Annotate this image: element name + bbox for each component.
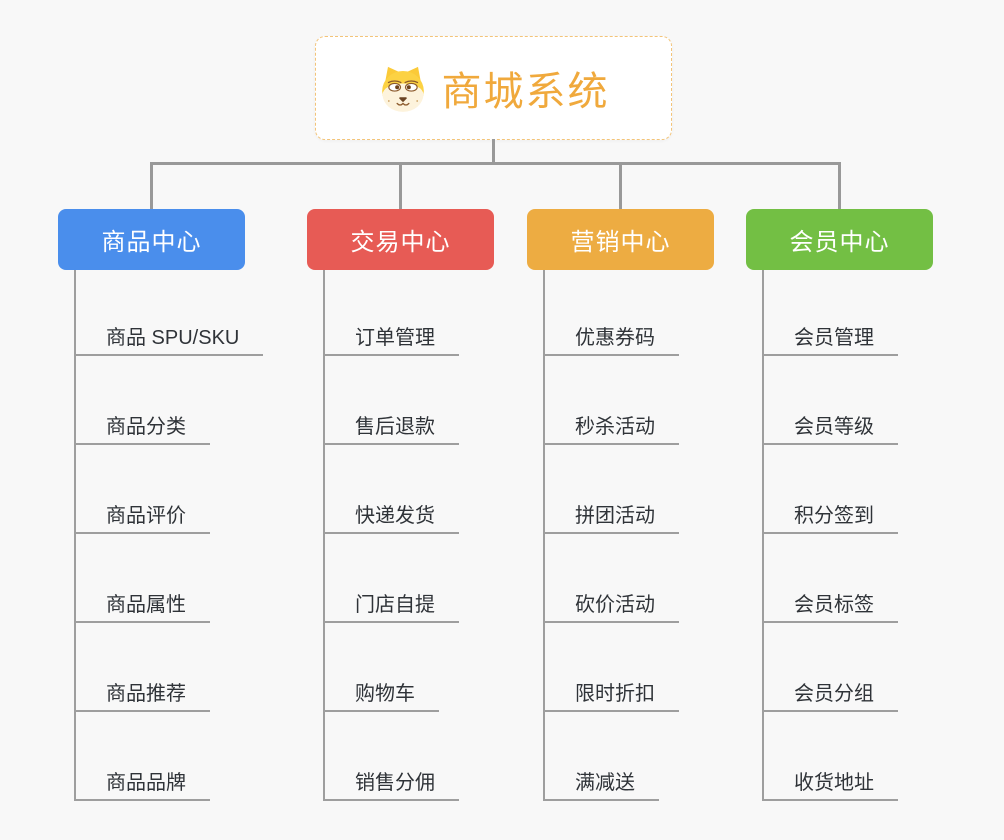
connector-drop xyxy=(399,162,402,210)
child-slot: 拼团活动 xyxy=(543,445,762,534)
child-slot: 满减送 xyxy=(543,712,762,801)
child-slot: 销售分佣 xyxy=(323,712,542,801)
child-node[interactable]: 优惠券码 xyxy=(543,328,679,356)
child-slot: 订单管理 xyxy=(323,270,542,356)
child-node[interactable]: 会员管理 xyxy=(762,328,898,356)
child-node[interactable]: 积分签到 xyxy=(762,506,898,534)
child-slot: 购物车 xyxy=(323,623,542,712)
connector-drop xyxy=(150,162,153,210)
child-slot: 优惠券码 xyxy=(543,270,762,356)
branch-children: 会员管理 会员等级 积分签到 会员标签 会员分组 收货地址 xyxy=(746,270,981,801)
child-slot: 会员等级 xyxy=(762,356,981,445)
connector-drop xyxy=(619,162,622,210)
child-slot: 收货地址 xyxy=(762,712,981,801)
branch-children: 优惠券码 秒杀活动 拼团活动 砍价活动 限时折扣 满减送 xyxy=(527,270,762,801)
child-slot: 商品 SPU/SKU xyxy=(74,270,293,356)
child-node[interactable]: 会员分组 xyxy=(762,684,898,712)
child-node[interactable]: 会员等级 xyxy=(762,417,898,445)
branch-product-center: 商品中心 商品 SPU/SKU 商品分类 商品评价 商品属性 商品推荐 商品品牌 xyxy=(58,209,293,801)
child-slot: 商品推荐 xyxy=(74,623,293,712)
branch-header[interactable]: 营销中心 xyxy=(527,209,714,270)
child-node[interactable]: 购物车 xyxy=(323,684,439,712)
child-node[interactable]: 限时折扣 xyxy=(543,684,679,712)
child-slot: 秒杀活动 xyxy=(543,356,762,445)
child-slot: 门店自提 xyxy=(323,534,542,623)
child-node[interactable]: 商品 SPU/SKU xyxy=(74,328,264,356)
branch-children: 商品 SPU/SKU 商品分类 商品评价 商品属性 商品推荐 商品品牌 xyxy=(58,270,293,801)
child-node[interactable]: 销售分佣 xyxy=(323,773,459,801)
connector-horizontal xyxy=(150,162,841,165)
root-title: 商城系统 xyxy=(441,70,610,114)
branch-spine xyxy=(74,270,76,801)
child-node[interactable]: 满减送 xyxy=(543,773,659,801)
child-node[interactable]: 秒杀活动 xyxy=(543,417,679,445)
connector-root-stub xyxy=(492,139,495,165)
child-node[interactable]: 商品属性 xyxy=(74,595,210,623)
branch-spine xyxy=(323,270,325,801)
child-node[interactable]: 砍价活动 xyxy=(543,595,679,623)
child-node[interactable]: 商品品牌 xyxy=(74,773,210,801)
connector-drop xyxy=(838,162,841,210)
branch-header[interactable]: 交易中心 xyxy=(307,209,494,270)
child-node[interactable]: 售后退款 xyxy=(323,417,459,445)
branch-spine xyxy=(543,270,545,801)
branch-header[interactable]: 会员中心 xyxy=(746,209,933,270)
child-node[interactable]: 订单管理 xyxy=(323,328,459,356)
branch-spine xyxy=(762,270,764,801)
child-slot: 积分签到 xyxy=(762,445,981,534)
child-node[interactable]: 商品分类 xyxy=(74,417,210,445)
child-node[interactable]: 拼团活动 xyxy=(543,506,679,534)
child-node[interactable]: 商品评价 xyxy=(74,506,210,534)
child-slot: 会员分组 xyxy=(762,623,981,712)
child-slot: 限时折扣 xyxy=(543,623,762,712)
child-node[interactable]: 收货地址 xyxy=(762,773,898,801)
child-slot: 商品评价 xyxy=(74,445,293,534)
child-slot: 会员标签 xyxy=(762,534,981,623)
child-node[interactable]: 商品推荐 xyxy=(74,684,210,712)
child-slot: 商品分类 xyxy=(74,356,293,445)
child-slot: 会员管理 xyxy=(762,270,981,356)
child-slot: 售后退款 xyxy=(323,356,542,445)
child-node[interactable]: 会员标签 xyxy=(762,595,898,623)
child-slot: 快递发货 xyxy=(323,445,542,534)
child-node[interactable]: 门店自提 xyxy=(323,595,459,623)
root-node[interactable]: 商城系统 xyxy=(315,36,672,140)
branch-marketing-center: 营销中心 优惠券码 秒杀活动 拼团活动 砍价活动 限时折扣 满减送 xyxy=(527,209,762,801)
branch-header[interactable]: 商品中心 xyxy=(58,209,245,270)
dog-face-icon xyxy=(378,65,428,112)
branch-member-center: 会员中心 会员管理 会员等级 积分签到 会员标签 会员分组 收货地址 xyxy=(746,209,981,801)
branch-children: 订单管理 售后退款 快递发货 门店自提 购物车 销售分佣 xyxy=(307,270,542,801)
child-node[interactable]: 快递发货 xyxy=(323,506,459,534)
child-slot: 砍价活动 xyxy=(543,534,762,623)
child-slot: 商品品牌 xyxy=(74,712,293,801)
branch-trade-center: 交易中心 订单管理 售后退款 快递发货 门店自提 购物车 销售分佣 xyxy=(307,209,542,801)
child-slot: 商品属性 xyxy=(74,534,293,623)
